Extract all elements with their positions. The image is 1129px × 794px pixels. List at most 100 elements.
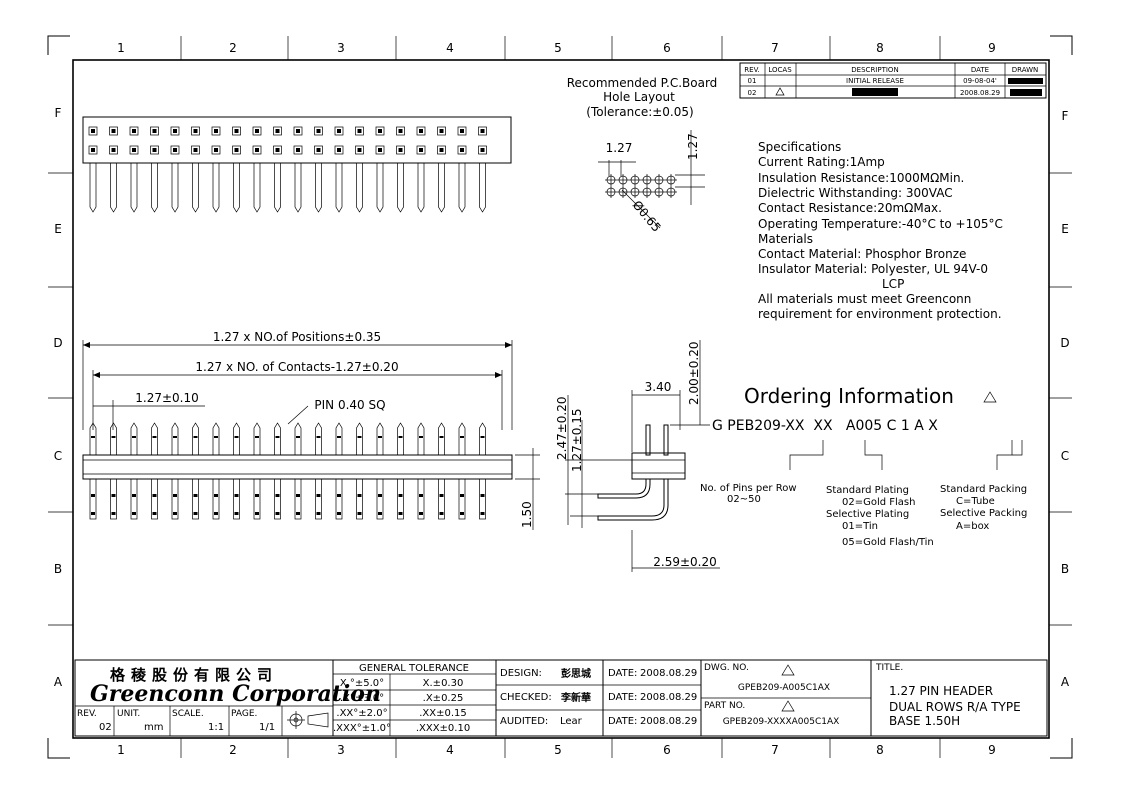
front-pin-mark (460, 436, 464, 438)
front-pin-bottom (479, 478, 486, 520)
top-pin-square (293, 145, 303, 155)
hole-vertical-pitch-dim: 1.27 (686, 133, 700, 160)
spec-line: Dielectric Withstanding: 300VAC (758, 186, 953, 200)
col-label: 8 (876, 743, 884, 757)
top-pin-square (416, 126, 426, 136)
row-label: D (53, 336, 62, 350)
ordering-information: Ordering Information G PEB209-XX XX A005… (700, 384, 1027, 548)
col-label: 5 (554, 743, 562, 757)
specifications: Specifications Current Rating:1Amp Insul… (758, 140, 1003, 321)
front-pin-mark (398, 494, 403, 497)
top-pin-square (232, 126, 241, 136)
packing-option: C=Tube (956, 496, 995, 507)
top-pin-square (191, 126, 200, 136)
row-labels-left: F E D C B A (53, 106, 63, 689)
date-label: DATE: (608, 668, 637, 679)
company-name-cn: 格稜股份有限公司 (110, 666, 278, 684)
top-pin-core (111, 148, 116, 152)
top-pin-core (439, 148, 444, 152)
top-pin-square (396, 145, 405, 155)
top-pin-core (111, 129, 116, 133)
top-view-pin-tail (274, 163, 281, 213)
revision-table: REV. LOCAS DESCRIPTION DATE DRAWN 01 INI… (739, 62, 1047, 99)
top-view-pin-tail (192, 163, 199, 213)
description-value: INITIAL RELEASE (846, 77, 904, 85)
top-pin-square (334, 126, 344, 136)
top-pin-core (419, 148, 423, 152)
top-pin-core (296, 148, 300, 152)
top-view-pin-tail (335, 163, 343, 213)
top-pin-core (480, 129, 485, 133)
plating-option: 01=Tin (842, 521, 878, 532)
top-pin-square (375, 126, 385, 136)
top-view-pin-tail (212, 163, 220, 213)
top-pin-square (150, 126, 159, 136)
front-pin-mark (173, 494, 177, 497)
front-pin-mark (357, 512, 362, 515)
front-pin-bottom (130, 478, 138, 520)
row-spacing-dimension: 1.27±0.15 (570, 409, 584, 473)
row-label: F (1062, 109, 1069, 123)
top-view-pin-tail (233, 163, 240, 213)
top-pin-square (334, 145, 344, 155)
top-view-pin-tail (151, 163, 158, 213)
projection-symbol-icon (287, 711, 329, 729)
pins-range: 02~50 (727, 494, 761, 505)
drawn-signature (1008, 78, 1043, 84)
col-label: 6 (663, 41, 671, 55)
front-pin-bottom (438, 478, 445, 520)
top-pin-core (193, 148, 198, 152)
front-pin-bottom (274, 478, 281, 520)
top-pin-core (398, 129, 403, 133)
tolerance-linear: .X±0.25 (423, 693, 464, 704)
front-pin-bottom (294, 478, 302, 520)
top-view (82, 116, 512, 213)
pins-label: No. of Pins per Row (700, 483, 797, 494)
ordering-title: Ordering Information (744, 384, 954, 408)
top-pin-square (170, 126, 180, 136)
top-view-pin-tail (397, 163, 404, 213)
front-pin-top (376, 422, 384, 455)
plating-option: 02=Gold Flash (842, 497, 915, 508)
front-pin-bottom (335, 478, 343, 520)
front-pin-mark (296, 494, 300, 497)
page-value: 1/1 (259, 722, 275, 733)
top-pin-square (88, 145, 98, 155)
spec-line: Insulator Material: Polyester, UL 94V-0 (758, 262, 988, 276)
date-value: 2008.08.29 (640, 716, 697, 727)
top-view-pin-tail (438, 163, 445, 213)
top-pin-square (478, 145, 487, 155)
date-label: DATE: (608, 716, 637, 727)
front-pin-top (192, 422, 199, 455)
outer-frame (47, 35, 1073, 759)
top-pin-square (273, 145, 282, 155)
tolerance-angle: X.°±5.0° (340, 678, 384, 689)
col-label: 7 (771, 743, 779, 757)
row-labels-right: F E D C B A (1060, 109, 1070, 689)
packing-label: Selective Packing (940, 508, 1027, 519)
top-pin-core (275, 148, 280, 152)
hole-layout: Recommended P.C.Board Hole Layout (Toler… (567, 76, 718, 235)
top-pin-core (275, 129, 280, 133)
front-pin-mark (193, 494, 198, 497)
front-pin-mark (419, 512, 423, 515)
top-pin-core (214, 148, 218, 152)
hole-pitch-dim: 1.27 (606, 141, 633, 155)
audited-label: AUDITED: (500, 716, 548, 727)
audited-value: Lear (560, 716, 583, 727)
top-view-pin-tail (417, 163, 425, 213)
front-pin-mark (173, 512, 177, 515)
top-pin-square (396, 126, 405, 136)
front-pin-mark (193, 436, 198, 438)
rev-value: 02 (99, 722, 112, 733)
front-pin-top (151, 422, 158, 455)
tolerance-angle: .XX°±2.0° (336, 708, 387, 719)
top-pin-square (416, 145, 426, 155)
front-pin-mark (255, 512, 259, 515)
top-view-pin-tail (356, 163, 363, 213)
top-pin-square (211, 126, 221, 136)
front-pin-top (274, 422, 281, 455)
top-pin-square (437, 145, 446, 155)
front-pin-top (294, 422, 302, 455)
top-pin-square (232, 145, 241, 155)
